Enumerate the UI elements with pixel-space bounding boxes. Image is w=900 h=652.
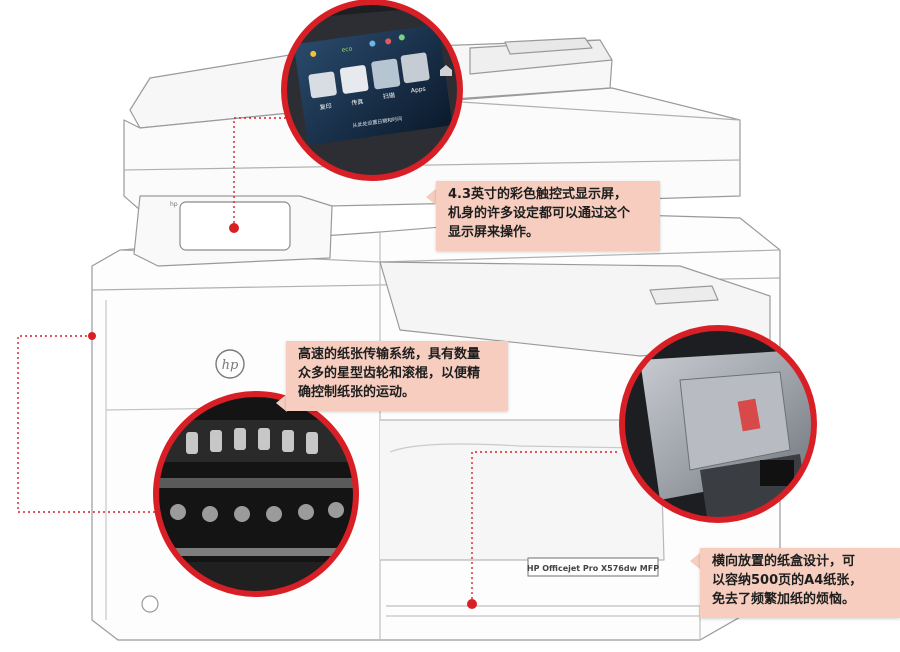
callout-pointer-feed	[276, 394, 287, 412]
leader-lines	[17, 117, 620, 604]
callout-tray: 横向放置的纸盒设计，可 以容纳500页的A4纸张， 免去了频繁加纸的烦恼。	[700, 548, 900, 618]
callout-display-line-3: 显示屏来操作。	[448, 225, 540, 240]
status-eco: eco	[341, 45, 353, 53]
home-icon	[440, 65, 452, 76]
callout-feed-line-1: 高速的纸张传输系统，具有数量	[298, 347, 481, 362]
callout-tray-line-1: 横向放置的纸盒设计，可	[712, 554, 856, 569]
hp-logo-text: hp	[222, 358, 239, 373]
callout-display-line-1: 4.3英寸的彩色触控式显示屏，	[448, 187, 628, 202]
callout-display-line-2: 机身的许多设定都可以通过这个	[448, 206, 631, 221]
zoom-rollers	[153, 391, 359, 597]
model-label: HP Officejet Pro X576dw MFP	[527, 564, 659, 573]
leader-dots	[88, 223, 477, 609]
zoom-tray	[619, 325, 817, 523]
hp-logo-icon: hp	[215, 349, 245, 379]
callout-pointer-tray	[690, 552, 701, 570]
callout-feed-line-2: 众多的星型齿轮和滚棍，以便精	[298, 366, 481, 381]
tile-scan: 扫描	[382, 91, 395, 101]
panel-brand: hp	[170, 201, 178, 208]
callout-display: 4.3英寸的彩色触控式显示屏， 机身的许多设定都可以通过这个 显示屏来操作。	[436, 181, 660, 251]
callout-tray-line-2: 以容纳500页的A4纸张，	[712, 573, 863, 588]
callout-feed-line-3: 确控制纸张的运动。	[298, 385, 416, 400]
callout-tray-line-3: 免去了频繁加纸的烦恼。	[712, 592, 856, 607]
tile-fax: 传真	[351, 97, 364, 107]
tile-apps: Apps	[410, 86, 426, 95]
zoom-touchscreen: 复印 传真 扫描 Apps eco 从此处设置日期和时间 ?	[281, 0, 463, 181]
callout-feed: 高速的纸张传输系统，具有数量 众多的星型齿轮和滚棍，以便精 确控制纸张的运动。	[286, 341, 508, 411]
callout-pointer-display	[426, 188, 437, 206]
tile-copy: 复印	[319, 102, 332, 112]
